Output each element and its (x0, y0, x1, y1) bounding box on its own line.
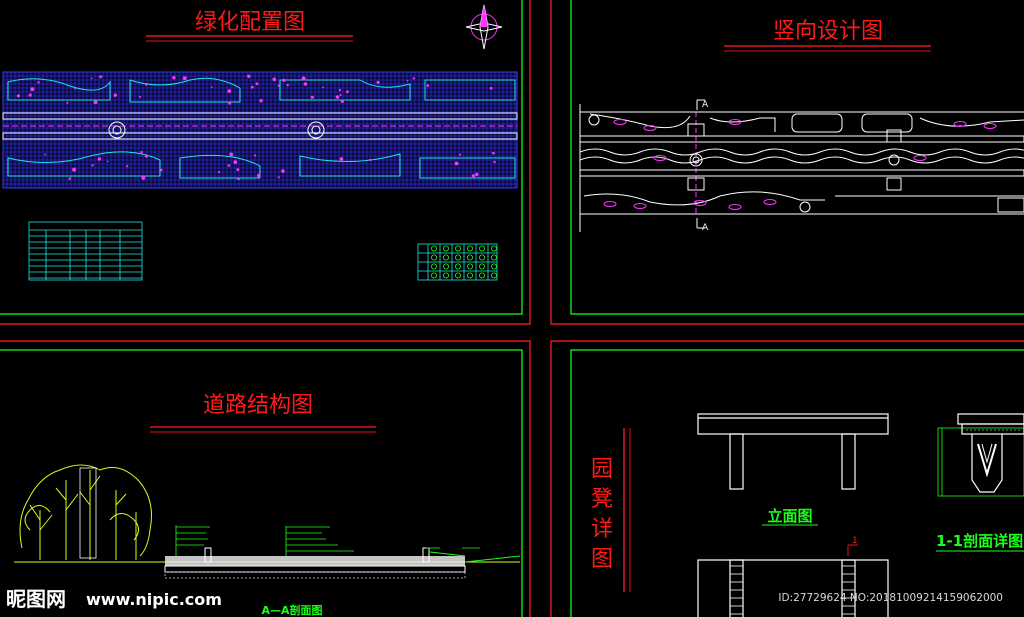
planting-title: 绿化配置图 (195, 10, 305, 35)
section-marker-top: A (696, 99, 709, 110)
bench-elevation-drawing (697, 413, 889, 490)
road-title: 道路结构图 (203, 393, 313, 418)
watermark-id: ID:27729624 NO:20181009214159062000 (778, 592, 1003, 604)
road-section-label: A—A剖面图 (261, 603, 322, 617)
panel-vertical-design: 竖向设计图 A A (579, 19, 1024, 233)
panel-bench-detail: 园 凳 详 图 立面图 1 (591, 413, 1024, 617)
frame-outer-planting (0, 0, 531, 325)
planting-grid (2, 71, 518, 189)
bench-title-char-2: 凳 (591, 487, 613, 512)
watermark-logo: 昵图网 (6, 587, 66, 611)
frame-outer-vertical (550, 0, 1024, 325)
bench-plan-drawing (697, 559, 889, 617)
panel-planting-plan: 绿化配置图 (2, 4, 518, 281)
section-marker-bottom: A (696, 218, 709, 233)
frame-outer-bench (550, 340, 1024, 617)
nipic-logo-icon: 昵图网 (6, 587, 66, 611)
bench-title-char-4: 图 (591, 547, 613, 572)
section-number: 1 (852, 536, 858, 546)
frame-outer-road (0, 340, 531, 617)
watermark: 昵图网 www.nipic.com ID:27729624 NO:2018100… (6, 587, 1003, 611)
vertical-title: 竖向设计图 (773, 19, 883, 44)
bench-title-char-3: 详 (591, 517, 613, 542)
section-mark-a-top: A (702, 100, 709, 110)
tree-elevation-icon (19, 464, 152, 560)
bench-section-label: 1-1剖面详图 (936, 532, 1023, 550)
frame-inner-vertical (570, 0, 1024, 315)
frame-inner-road (0, 349, 523, 617)
bench-section-drawing (937, 413, 1024, 497)
plant-schedule-table (28, 221, 143, 281)
plant-legend-table (417, 243, 498, 281)
bench-title-char-1: 园 (591, 457, 613, 482)
vertical-plan-drawing (579, 104, 1024, 232)
road-annotations (175, 525, 480, 556)
section-cut-marker: 1 (847, 536, 858, 556)
panel-road-structure: 道路结构图 (14, 393, 521, 617)
section-mark-a-bottom: A (702, 223, 709, 233)
watermark-url: www.nipic.com (86, 590, 222, 609)
bench-elevation-label: 立面图 (767, 507, 812, 525)
road-section-drawing (164, 547, 521, 579)
frame-inner-bench (570, 349, 1024, 617)
frame-inner-planting (0, 0, 523, 315)
north-compass-icon (465, 4, 503, 50)
